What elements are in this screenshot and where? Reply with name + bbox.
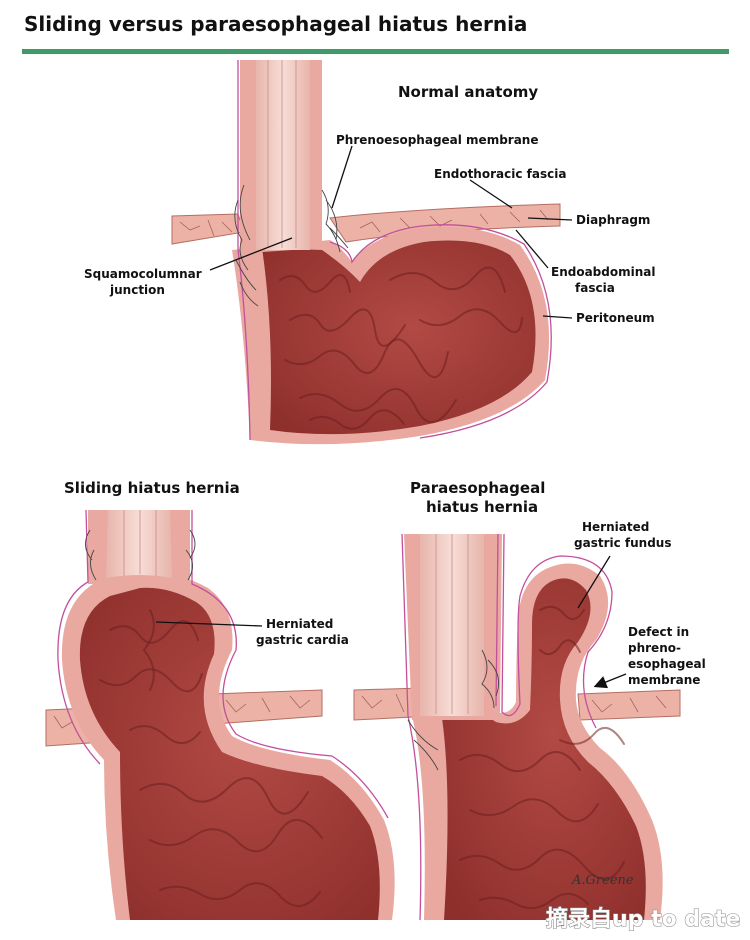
label-herniated-cardia-line2: gastric cardia xyxy=(256,633,349,647)
para-heading-line1: Paraesophageal xyxy=(410,479,545,497)
artist-signature: A.Greene xyxy=(571,873,634,888)
sliding-hernia-panel: Sliding hiatus hernia Herniated gastric … xyxy=(45,479,395,920)
label-squamocolumnar-line1: Squamocolumnar xyxy=(84,267,202,281)
label-defect-line2: phreno- xyxy=(628,641,681,655)
para-heading-line2: hiatus hernia xyxy=(426,498,538,516)
label-defect-line1: Defect in xyxy=(628,625,689,639)
label-diaphragm: Diaphragm xyxy=(576,213,650,227)
label-defect-line4: membrane xyxy=(628,673,700,687)
paraesophageal-hernia-panel: Paraesophageal hiatus hernia Herniated g… xyxy=(353,479,706,921)
arrow-icon xyxy=(593,673,627,689)
normal-anatomy-panel: Normal anatomy Phrenoesophageal membrane… xyxy=(84,60,655,445)
label-phrenoesophageal-membrane: Phrenoesophageal membrane xyxy=(336,133,539,147)
label-herniated-cardia-line1: Herniated xyxy=(266,617,333,631)
page-title: Sliding versus paraesophageal hiatus her… xyxy=(24,12,528,36)
label-squamocolumnar-line2: junction xyxy=(109,283,165,297)
para-diaphragm-right xyxy=(577,689,681,721)
diaphragm-left xyxy=(171,213,245,245)
para-stomach-body xyxy=(442,578,646,920)
normal-stomach-body xyxy=(262,240,536,435)
sliding-hernia-heading: Sliding hiatus hernia xyxy=(64,479,240,497)
normal-esophagus-lumen xyxy=(256,60,310,250)
title-rule xyxy=(22,49,729,54)
sliding-esophagus-lumen xyxy=(106,510,172,578)
watermark: 摘录自up to date xyxy=(546,906,740,932)
label-herniated-fundus-line2: gastric fundus xyxy=(574,536,671,550)
label-endoabdominal-line1: Endoabdominal xyxy=(551,265,655,279)
label-defect-line3: esophageal xyxy=(628,657,706,671)
label-endothoracic-fascia: Endothoracic fascia xyxy=(434,167,566,181)
normal-anatomy-heading: Normal anatomy xyxy=(398,83,538,101)
label-endoabdominal-line2: fascia xyxy=(575,281,615,295)
label-herniated-fundus-line1: Herniated xyxy=(582,520,649,534)
label-peritoneum: Peritoneum xyxy=(576,311,655,325)
